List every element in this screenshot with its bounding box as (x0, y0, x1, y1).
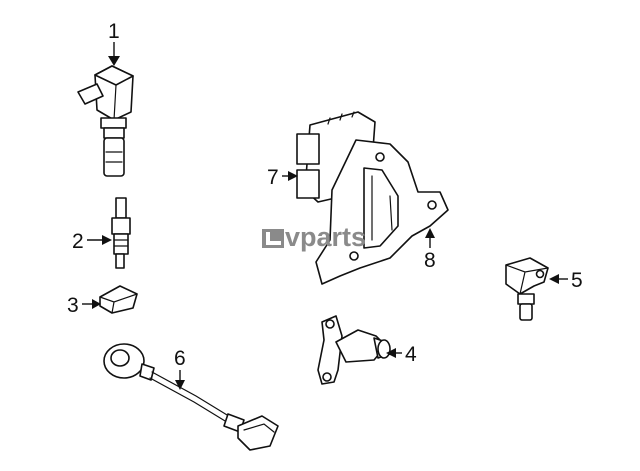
watermark-text: vparts (285, 222, 366, 252)
callout-3: 3 (67, 294, 79, 317)
watermark: vparts (262, 222, 366, 252)
callout-2: 2 (72, 230, 84, 253)
ecm-bracket-part (315, 139, 449, 285)
callout-5: 5 (571, 269, 583, 292)
lv-logo-icon (262, 229, 284, 248)
spark-plug-part (111, 197, 131, 269)
crank-sensor-part (505, 257, 549, 321)
knock-sensor-part (103, 343, 279, 451)
callout-4: 4 (405, 343, 417, 366)
callout-1: 1 (108, 20, 120, 43)
callout-8: 8 (424, 249, 436, 272)
cam-sensor-part (317, 315, 391, 385)
clip-part (99, 285, 138, 314)
callout-7: 7 (267, 166, 279, 189)
callout-6: 6 (174, 347, 186, 370)
ignition-coil-part (77, 65, 134, 177)
